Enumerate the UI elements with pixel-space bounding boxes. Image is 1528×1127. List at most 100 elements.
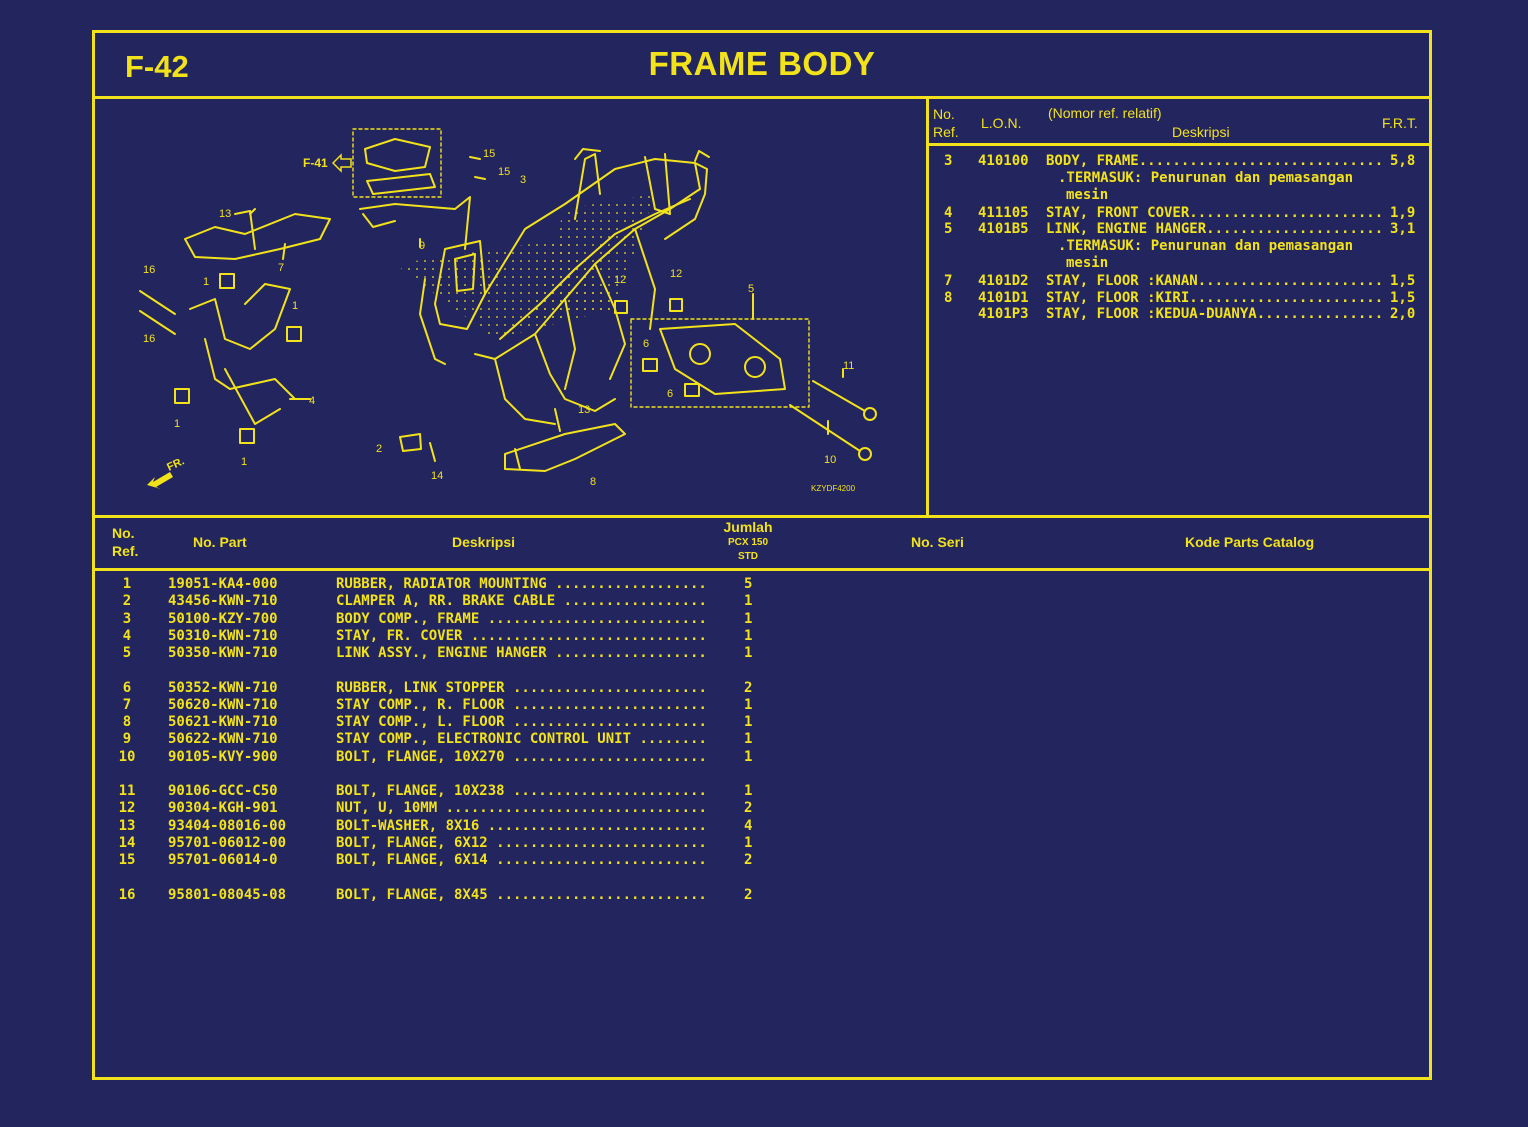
lon-header-frt: F.R.T.	[1382, 115, 1418, 131]
ref-cell: 6	[122, 679, 132, 696]
ref-cell: 9	[122, 731, 132, 748]
diagram-label: 1	[203, 276, 209, 288]
quantity-cell: 4	[744, 817, 753, 834]
diagram-label: 6	[643, 338, 649, 350]
diagram-label: 11	[843, 360, 854, 372]
figure-code: KZYDF4200	[811, 484, 856, 493]
title-divider	[95, 96, 1429, 99]
lon-row: mesin	[1066, 255, 1109, 271]
diagram-label: 6	[667, 388, 673, 400]
diagram-label: 2	[376, 443, 382, 455]
description-cell: RUBBER, LINK STOPPER ...................…	[336, 679, 704, 696]
diagram-label: 16	[143, 333, 155, 345]
quantity-cell: 1	[744, 696, 753, 713]
ref-cell: 2	[122, 593, 132, 610]
quantity-cell: 2	[744, 886, 753, 903]
quantity-cell: 1	[744, 748, 753, 765]
parts-header-top	[95, 515, 1429, 518]
parts-table-body: 1 19051-KA4-000 RUBBER, RADIATOR MOUNTING …	[95, 576, 795, 906]
diagram-label: 16	[143, 264, 155, 276]
ref-cell: 11	[118, 783, 136, 799]
quantity-cell: 1	[744, 645, 753, 662]
lon-row: 4101P3 STAY, FLOOR :KEDUA-DUANYA........…	[978, 306, 1416, 322]
diagram-label: 8	[590, 476, 596, 488]
parts-header-qty: Jumlah PCX 150 STD	[723, 519, 773, 562]
part-number-cell: 50620-KWN-710	[168, 696, 278, 713]
diagram-label: F-41	[303, 156, 328, 170]
lon-row: 4 411105 STAY, FRONT COVER..............…	[944, 205, 1416, 221]
ref-cell: 8	[122, 714, 132, 731]
description-cell: NUT, U, 10MM ...........................…	[336, 800, 704, 817]
part-number-cell: 95801-08045-08	[168, 886, 287, 903]
lon-header-divider	[928, 143, 1429, 146]
ref-cell: 13	[118, 817, 136, 834]
part-number-cell: 43456-KWN-710	[168, 593, 278, 610]
parts-header-noref: No. Ref.	[112, 525, 139, 559]
diagram-label: 1	[174, 418, 180, 430]
part-number-cell: 50310-KWN-710	[168, 627, 278, 644]
quantity-cell: 1	[744, 834, 753, 851]
part-number-cell: 50621-KWN-710	[168, 714, 278, 731]
page-code: F-42	[125, 49, 189, 84]
quantity-cell: 2	[744, 800, 753, 817]
part-number-cell: 90304-KGH-901	[168, 800, 278, 817]
parts-header-kode: Kode Parts Catalog	[1185, 534, 1315, 550]
part-number-cell: 93404-08016-00	[168, 817, 287, 834]
description-cell: STAY, FR. COVER ........................…	[336, 627, 704, 644]
parts-sheet: F-42 FRAME BODY No. Ref. L.O.N. (Nomor r…	[92, 30, 1432, 1080]
lon-row: .TERMASUK: Penurunan dan pemasangan	[1058, 170, 1354, 186]
description-cell: STAY COMP., ELECTRONIC CONTROL UNIT ....…	[336, 731, 704, 748]
lon-row: 5 4101B5 LINK, ENGINE HANGER............…	[944, 221, 1416, 237]
description-cell: BODY COMP., FRAME ......................…	[336, 610, 704, 627]
parts-header-bottom	[95, 568, 1429, 571]
lon-row: 7 4101D2 STAY, FLOOR :KANAN.............…	[944, 273, 1416, 289]
ref-cell: 3	[122, 610, 132, 627]
part-number-cell: 19051-KA4-000	[168, 576, 278, 592]
lon-header-noref: No. Ref.	[933, 106, 959, 140]
parts-header-part: No. Part	[193, 534, 247, 550]
ref-cell: 12	[118, 800, 136, 817]
diagram-label: 13	[219, 208, 231, 220]
diagram-label: 1	[241, 456, 247, 468]
lon-header-lon: L.O.N.	[981, 115, 1022, 131]
diagram-label: 3	[520, 174, 526, 186]
quantity-cell: 1	[744, 714, 753, 731]
lon-table-body: 3 410100 BODY, FRAME....................…	[928, 153, 1428, 353]
diagram-divider	[926, 98, 929, 516]
lon-row: .TERMASUK: Penurunan dan pemasangan	[1058, 238, 1354, 254]
description-cell: STAY COMP., L. FLOOR ...................…	[336, 714, 704, 731]
description-cell: BOLT, FLANGE, 10X238 ...................…	[336, 783, 704, 799]
description-cell: BOLT, FLANGE, 10X270 ...................…	[336, 748, 704, 765]
lon-header-desc-top: (Nomor ref. relatif)	[1048, 105, 1162, 121]
front-arrow-icon: FR.	[147, 455, 186, 489]
diagram-label: 15	[498, 166, 510, 178]
quantity-cell: 5	[744, 576, 753, 592]
page-title: FRAME BODY	[648, 45, 876, 82]
diagram-label: 15	[483, 148, 495, 160]
ref-cell: 7	[122, 696, 132, 713]
ref-cell: 1	[122, 576, 132, 592]
diagram-label: 14	[431, 470, 443, 482]
description-cell: RUBBER, RADIATOR MOUNTING ..............…	[336, 576, 704, 592]
quantity-cell: 1	[744, 627, 753, 644]
ref-cell: 5	[122, 645, 132, 662]
description-cell: STAY COMP., R. FLOOR ...................…	[336, 696, 704, 713]
description-cell: LINK ASSY., ENGINE HANGER ..............…	[336, 645, 704, 662]
quantity-cell: 2	[744, 852, 753, 869]
part-number-cell: 50622-KWN-710	[168, 731, 278, 748]
parts-header-desc: Deskripsi	[452, 534, 516, 550]
part-number-cell: 90106-GCC-C50	[168, 783, 278, 799]
description-cell: CLAMPER A, RR. BRAKE CABLE .............…	[336, 593, 704, 610]
diagram-label: 10	[824, 454, 836, 466]
diagram-label: 9	[419, 240, 425, 252]
description-cell: BOLT, FLANGE, 8X45 .....................…	[336, 886, 704, 903]
exploded-parts-diagram: F-41 15 15 3 13 9 7 16 1 1 16 4 1 1 FR. …	[139, 128, 877, 493]
part-number-cell: 50352-KWN-710	[168, 679, 278, 696]
part-number-cell: 50350-KWN-710	[168, 645, 278, 662]
diagram-label: 13	[578, 404, 590, 416]
ref-cell: 15	[118, 852, 136, 869]
quantity-cell: 1	[744, 783, 753, 799]
diagram-label: 4	[309, 395, 315, 407]
diagram-label: 1	[292, 300, 298, 312]
lon-row: mesin	[1066, 187, 1109, 203]
